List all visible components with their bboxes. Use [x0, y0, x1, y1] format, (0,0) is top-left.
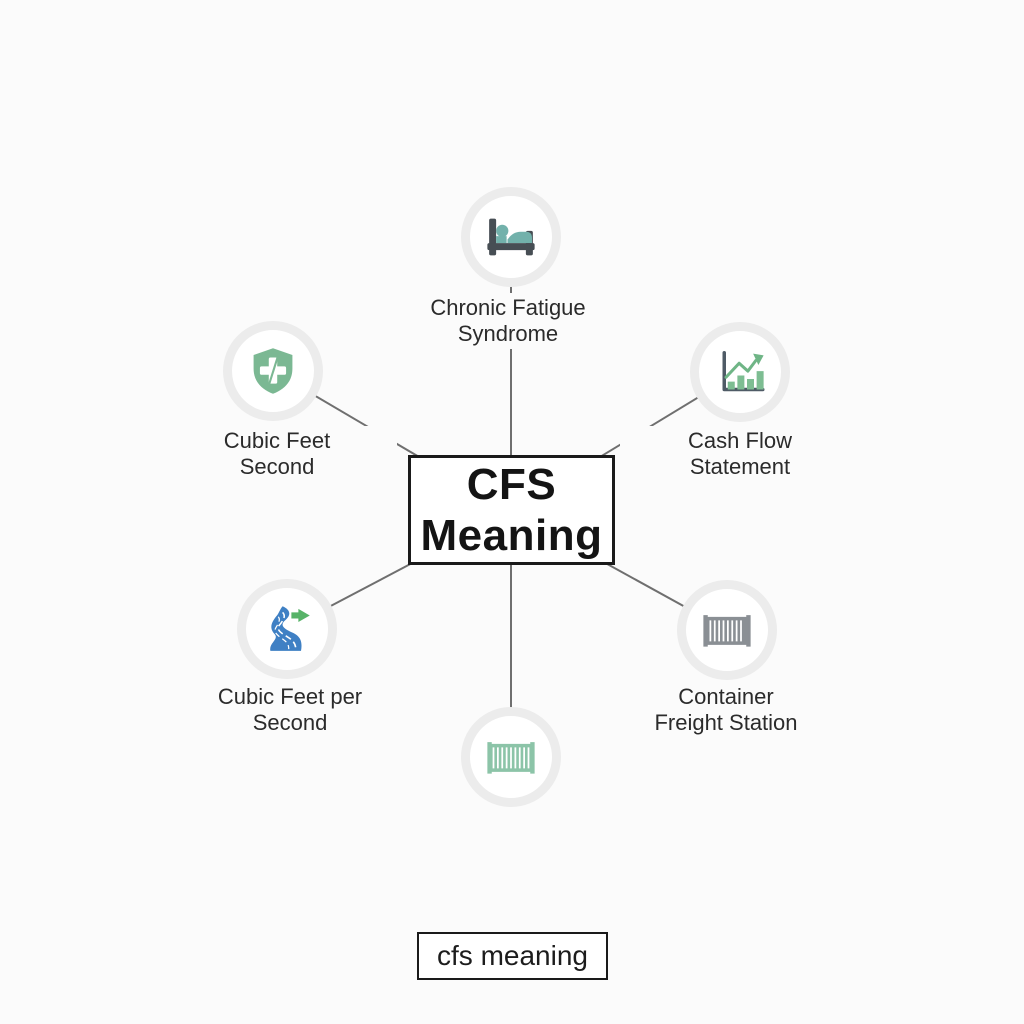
label-container-freight-station: Container Freight Station: [606, 682, 846, 738]
cargo-container-gray-icon: [703, 615, 751, 647]
search-term-box: cfs meaning: [417, 932, 608, 980]
hub-title-line2: Meaning: [420, 511, 603, 560]
cargo-container-green-icon: [487, 742, 535, 774]
hub-title-line1: CFS: [466, 460, 557, 509]
search-term-text: cfs meaning: [437, 940, 588, 971]
label-cubic-feet-second: Cubic Feet Second: [157, 426, 397, 482]
medical-shield-icon: [253, 348, 293, 394]
label-cash-flow-statement: Cash Flow Statement: [620, 426, 860, 482]
node-container-freight-station: [677, 580, 777, 680]
label-cubic-feet-per-second: Cubic Feet per Second: [170, 682, 410, 738]
river-flow-icon: [270, 606, 310, 651]
node-cubic-feet-second: [223, 321, 323, 421]
label-chronic-fatigue-syndrome: Chronic Fatigue Syndrome: [388, 293, 628, 349]
node-cash-flow-statement: [690, 322, 790, 422]
growth-bar-chart-icon: [722, 351, 765, 392]
bed-icon: [487, 218, 535, 256]
center-hub-box: CFS Meaning: [408, 455, 615, 565]
node-cubic-feet-per-second: [237, 579, 337, 679]
node-container-green: [461, 707, 561, 807]
node-chronic-fatigue-syndrome: [461, 187, 561, 287]
